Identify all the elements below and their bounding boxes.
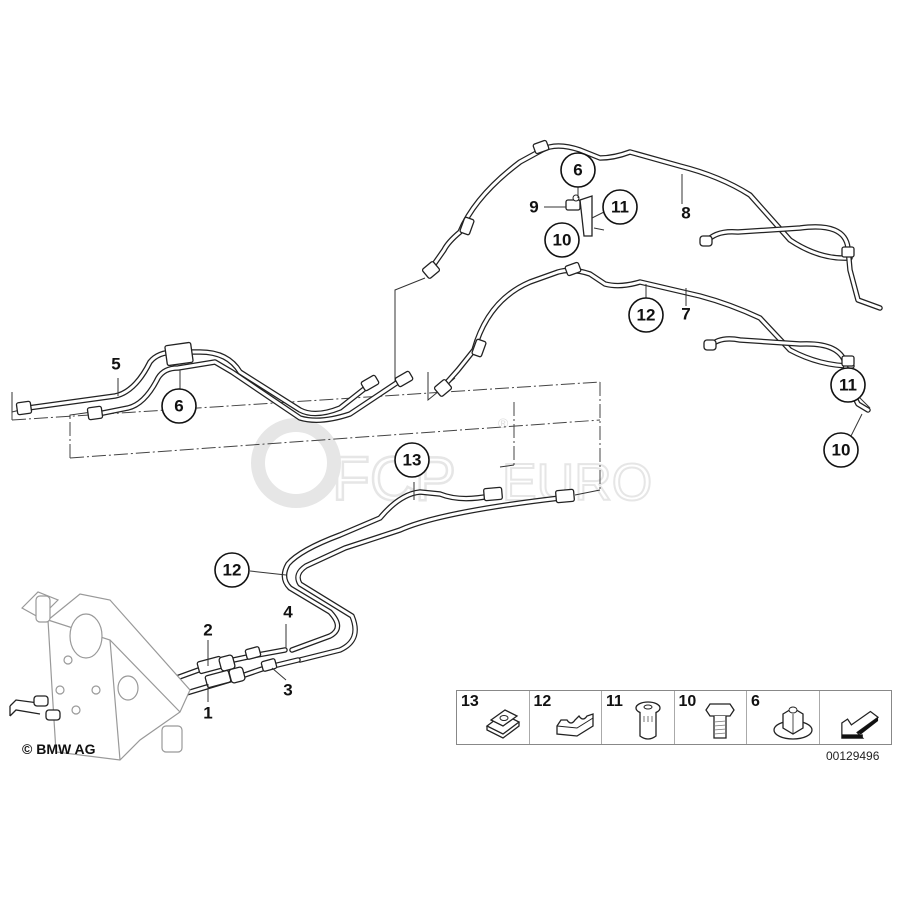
- pipes-1-4: [157, 646, 301, 701]
- callout-2[interactable]: 2: [203, 621, 212, 640]
- svg-text:11: 11: [839, 376, 857, 395]
- pipe-8: [421, 139, 883, 311]
- legend-number: 11: [606, 693, 623, 710]
- watermark-registered: ®: [498, 415, 509, 431]
- pipe-holder-icon: [556, 713, 594, 737]
- svg-text:6: 6: [573, 161, 582, 180]
- svg-text:10: 10: [553, 231, 572, 250]
- pipe-5: [15, 341, 414, 423]
- parts-legend: 13 12 11 10 6: [456, 690, 892, 745]
- valve-block: [9, 591, 191, 761]
- bracket-9: [565, 194, 593, 237]
- callout-13[interactable]: 13: [394, 442, 430, 478]
- pipe-7: [433, 261, 871, 413]
- callout-11-top[interactable]: 11: [602, 189, 638, 225]
- svg-text:3: 3: [283, 681, 292, 700]
- callout-8[interactable]: 8: [681, 204, 690, 223]
- callout-3[interactable]: 3: [283, 681, 292, 700]
- svg-text:2: 2: [203, 621, 212, 640]
- svg-text:8: 8: [681, 204, 690, 223]
- callout-6-top[interactable]: 6: [560, 152, 596, 188]
- hex-bolt-icon: [705, 703, 735, 739]
- legend-number: 6: [751, 693, 760, 710]
- svg-text:10: 10: [832, 441, 851, 460]
- collar-nut-icon: [772, 706, 813, 740]
- svg-text:12: 12: [223, 561, 242, 580]
- svg-text:12: 12: [637, 306, 656, 325]
- callout-12-bottom[interactable]: 12: [214, 552, 250, 588]
- clip-nut-icon: [485, 709, 520, 739]
- callouts: 1 2 3 4 5 6 6 7 8 9 10 10 11 11: [111, 152, 866, 723]
- callout-10-right[interactable]: 10: [823, 432, 859, 468]
- callout-4[interactable]: 4: [283, 603, 293, 622]
- callout-5[interactable]: 5: [111, 355, 120, 374]
- callout-12-top[interactable]: 12: [628, 297, 664, 333]
- legend-item-10[interactable]: 10: [675, 691, 747, 744]
- callout-leaders: [117, 174, 871, 702]
- svg-text:13: 13: [403, 451, 422, 470]
- rivet-nut-icon: [634, 701, 661, 740]
- callout-9[interactable]: 9: [529, 198, 538, 217]
- legend-item-12[interactable]: 12: [530, 691, 602, 744]
- svg-text:1: 1: [203, 704, 212, 723]
- direction-arrow-icon: [841, 710, 880, 739]
- legend-item-arrow: [820, 691, 892, 744]
- legend-item-13[interactable]: 13: [457, 691, 530, 744]
- svg-text:7: 7: [681, 305, 690, 324]
- callout-6-left[interactable]: 6: [161, 388, 197, 424]
- svg-text:11: 11: [611, 198, 629, 217]
- legend-number: 12: [533, 693, 552, 710]
- legend-item-11[interactable]: 11: [602, 691, 675, 744]
- svg-text:5: 5: [111, 355, 120, 374]
- callout-1[interactable]: 1: [203, 704, 212, 723]
- callout-11-right[interactable]: 11: [830, 367, 866, 403]
- svg-text:6: 6: [174, 397, 183, 416]
- copyright-text: © BMW AG: [22, 741, 96, 757]
- legend-number: 10: [678, 693, 697, 710]
- callout-10-top[interactable]: 10: [544, 222, 580, 258]
- legend-item-6[interactable]: 6: [747, 691, 820, 744]
- callout-7[interactable]: 7: [681, 305, 690, 324]
- svg-text:4: 4: [283, 603, 293, 622]
- legend-number: 13: [461, 693, 479, 710]
- svg-text:9: 9: [529, 198, 538, 217]
- connection-lines: [11, 277, 601, 496]
- diagram-id: 00129496: [826, 749, 880, 763]
- pipe-lower: [281, 486, 575, 663]
